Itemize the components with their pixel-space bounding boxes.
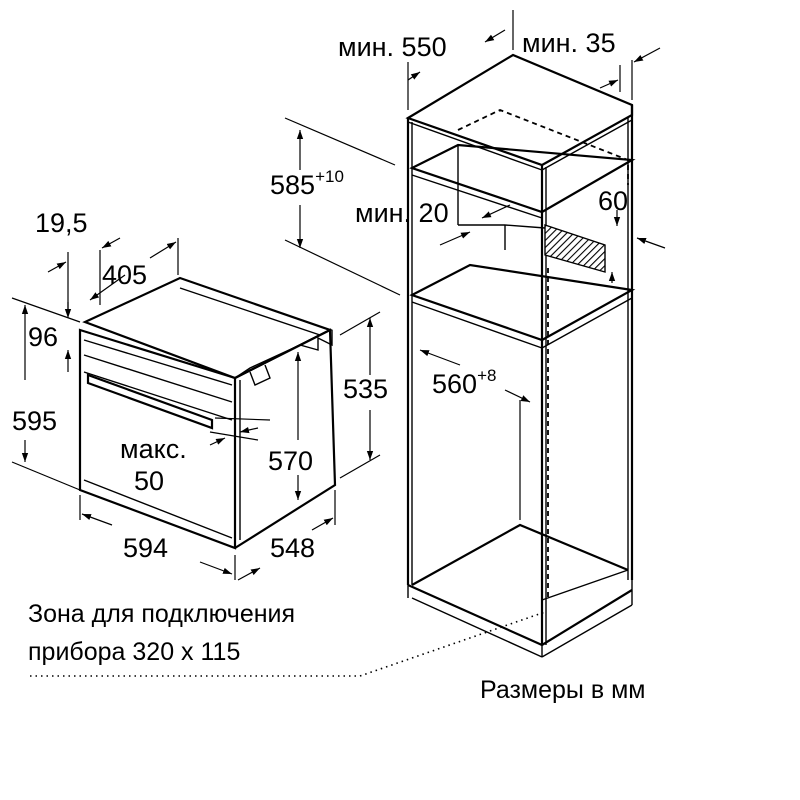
cabinet-upper-shelf: [409, 143, 636, 214]
connection-zone-line2: прибора 320 x 115: [28, 638, 240, 666]
cabinet-min-550: мин. 550: [338, 32, 447, 62]
cabinet-top-panel: [405, 53, 634, 167]
ventilation-slot-hatched: [544, 224, 606, 273]
cabinet-dimensions: [284, 10, 666, 520]
oven-dim-570: 570: [268, 446, 313, 476]
oven-side: [234, 328, 337, 549]
cabinet-min-35: мин. 35: [522, 28, 616, 58]
cabinet-oven-shelf: [409, 263, 636, 342]
connection-zone-line1: Зона для подключения: [28, 600, 295, 628]
cabinet-dim-60: 60: [598, 186, 628, 216]
oven-dim-535: 535: [343, 374, 388, 404]
oven-drawing: [78, 276, 337, 550]
oven-dim-405: 405: [102, 260, 147, 290]
cabinet-dim-560: 560+8: [432, 366, 496, 399]
connection-zone-leader: [30, 611, 546, 677]
cabinet-dim-560-tolerance: +8: [477, 366, 496, 385]
units-note: Размеры в мм: [480, 676, 645, 704]
cabinet-dim-585-value: 585: [270, 170, 315, 200]
oven-dim-548: 548: [270, 533, 315, 563]
oven-dim-max-label: макс.: [120, 434, 187, 464]
oven-top: [82, 276, 333, 380]
cabinet-dim-585-tolerance: +10: [315, 167, 344, 186]
oven-dimensions: [11, 237, 381, 581]
oven-dim-594: 594: [123, 533, 168, 563]
cabinet-min-20: мин. 20: [355, 198, 449, 228]
oven-handle: [86, 373, 214, 430]
oven-dim-96: 96: [28, 322, 58, 352]
cabinet-dim-585: 585+10: [270, 167, 344, 200]
oven-dim-max-value: 50: [134, 466, 164, 496]
cabinet-dim-560-value: 560: [432, 369, 477, 399]
oven-dim-595: 595: [12, 406, 57, 436]
cabinet-drawing: [405, 53, 636, 658]
oven-dim-19-5: 19,5: [35, 208, 88, 238]
cabinet-bottom: [411, 523, 629, 586]
